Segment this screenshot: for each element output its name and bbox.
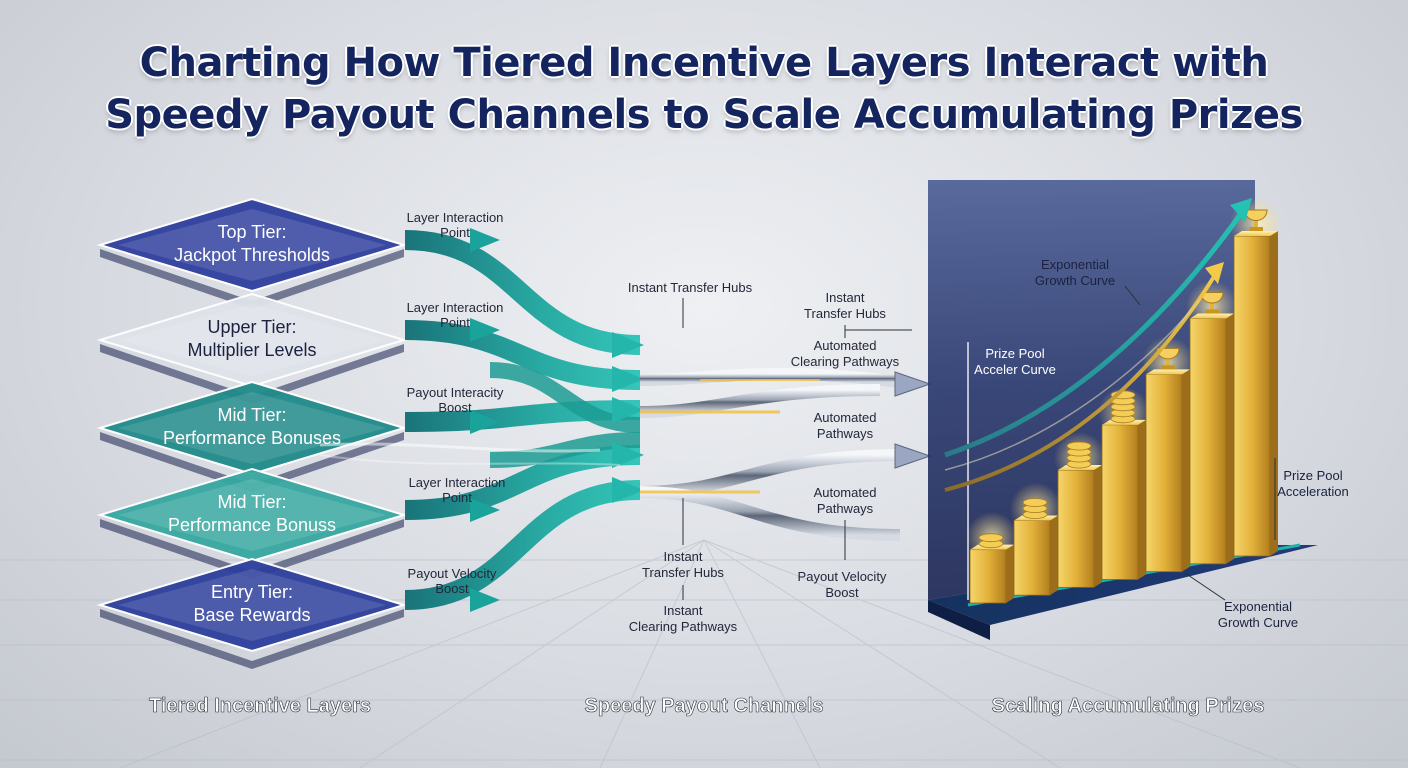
prize-bars [966, 198, 1282, 604]
arrow-label: Payout Velocity [408, 566, 497, 581]
prize-bar [1098, 386, 1150, 580]
channel-label: Pathways [817, 501, 874, 516]
leader-line [1124, 285, 1141, 306]
prize-bar [966, 511, 1018, 604]
prize-bar [1054, 432, 1106, 588]
arrow-label: Layer Interaction [407, 300, 504, 315]
channel-label: Clearing Pathways [629, 619, 738, 634]
tier-subtitle: Jackpot Thresholds [174, 245, 330, 265]
tier-title: Mid Tier: [217, 405, 286, 425]
channel-label: Transfer Hubs [642, 565, 724, 580]
tier-diamond: Top Tier: Jackpot Thresholds [96, 197, 408, 309]
tier-title: Entry Tier: [211, 582, 293, 602]
prize-label: Growth Curve [1218, 615, 1298, 630]
tier-subtitle: Base Rewards [193, 605, 310, 625]
prize-bar [1010, 482, 1062, 596]
arrow-label: Point [440, 315, 470, 330]
arrow-label: Point [442, 490, 472, 505]
title-line-1: Charting How Tiered Incentive Layers Int… [139, 40, 1269, 86]
channel-label: Automated [814, 338, 877, 353]
prize-label: Exponential [1041, 257, 1109, 272]
channel-label: Boost [825, 585, 859, 600]
leader-line [1184, 572, 1226, 601]
channel-label: Instant [825, 290, 864, 305]
tier-title: Mid Tier: [217, 492, 286, 512]
channel-label: Transfer Hubs [804, 306, 886, 321]
teal-flows [319, 228, 644, 612]
tier-diamond: Upper Tier: Multiplier Levels [96, 292, 408, 404]
tier-diamond: Mid Tier: Performance Bonuss [96, 467, 408, 579]
floor-grid [0, 539, 1408, 768]
channel-label: Pathways [817, 426, 874, 441]
prize-bar [1230, 198, 1282, 557]
tier-title: Top Tier: [217, 222, 286, 242]
channel-label: Automated [814, 485, 877, 500]
prize-label: Growth Curve [1035, 273, 1115, 288]
prize-label: Acceler Curve [974, 362, 1056, 377]
channel-label: Payout Velocity [798, 569, 887, 584]
channel-label: Automated [814, 410, 877, 425]
tier-subtitle: Multiplier Levels [187, 340, 316, 360]
tier-subtitle: Performance Bonuss [168, 515, 336, 535]
title-line-2: Speedy Payout Channels to Scale Accumula… [105, 92, 1303, 138]
channel-label: Instant Transfer Hubs [628, 280, 753, 295]
arrow-label: Boost [435, 581, 469, 596]
prize-bar [1186, 280, 1238, 565]
prize-label: Prize Pool [985, 346, 1044, 361]
section-label-right: Scaling Accumulating Prizes [992, 695, 1265, 717]
payout-channels [639, 339, 932, 541]
channel-label: Instant [663, 549, 702, 564]
section-label-middle: Speedy Payout Channels [585, 695, 824, 717]
channel-label: Instant [663, 603, 702, 618]
prize-bar [1142, 336, 1194, 573]
arrow-label: Boost [438, 400, 472, 415]
arrow-label: Layer Interaction [407, 210, 504, 225]
tier-title: Upper Tier: [207, 317, 296, 337]
prize-label: Exponential [1224, 599, 1292, 614]
arrow-label: Layer Interaction [409, 475, 506, 490]
prize-label: Prize Pool [1283, 468, 1342, 483]
section-label-left: Tiered Incentive Layers [149, 695, 371, 717]
growth-curves [944, 198, 1252, 492]
arrow-label: Payout Interacity [407, 385, 504, 400]
prize-label: Acceleration [1277, 484, 1349, 499]
channel-label: Clearing Pathways [791, 354, 900, 369]
tier-subtitle: Performance Bonuses [163, 428, 341, 448]
tier-diamond: Entry Tier: Base Rewards [96, 557, 408, 669]
arrow-label: Point [440, 225, 470, 240]
tier-diamond: Mid Tier: Performance Bonuses [96, 380, 408, 492]
